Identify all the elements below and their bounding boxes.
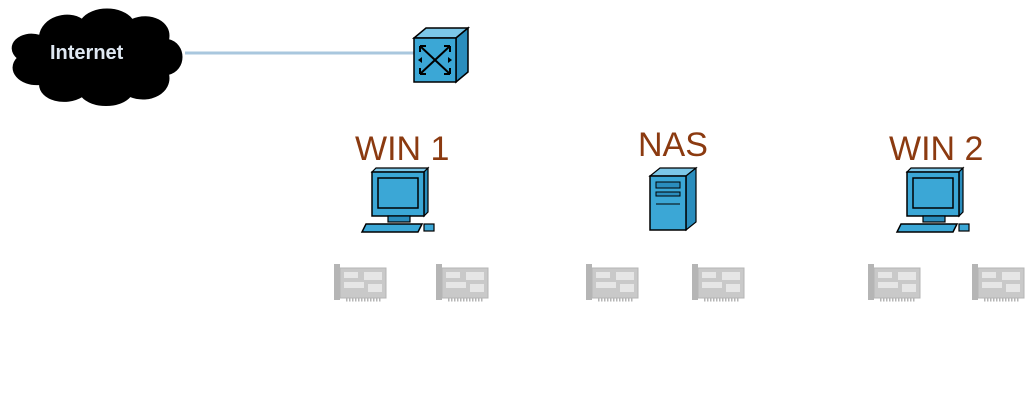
- network-card-icon: [970, 262, 1026, 302]
- internet-label: Internet: [50, 42, 124, 64]
- network-card-icon: [332, 262, 388, 302]
- network-card-icon: [584, 262, 640, 302]
- win1-label: WIN 1: [355, 130, 450, 168]
- nas-server[interactable]: [648, 166, 698, 232]
- desktop-computer-icon: [360, 166, 435, 233]
- desktop-computer-icon: [895, 166, 970, 233]
- network-card-icon: [434, 262, 490, 302]
- switch-icon[interactable]: [411, 26, 471, 84]
- win2-label: WIN 2: [889, 130, 984, 168]
- win1-computer[interactable]: [360, 166, 435, 233]
- server-tower-icon: [648, 166, 698, 232]
- win2-computer[interactable]: [895, 166, 970, 233]
- network-card-icon: [690, 262, 746, 302]
- nas-label: NAS: [638, 126, 708, 164]
- cloud-icon: [11, 8, 183, 106]
- network-card-icon: [866, 262, 922, 302]
